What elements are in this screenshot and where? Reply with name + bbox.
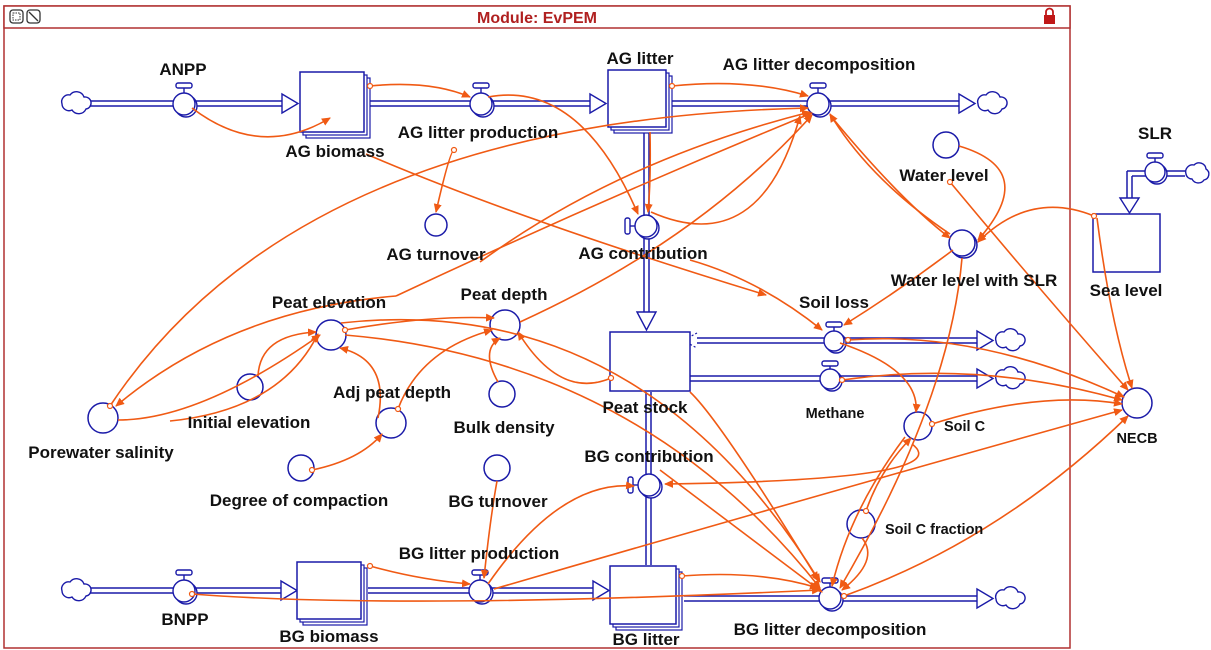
ag-turnover-label: AG turnover (386, 245, 486, 264)
ag-litter-label: AG litter (606, 49, 673, 68)
bnpp-label: BNPP (161, 610, 208, 629)
methane-valve[interactable] (819, 360, 843, 392)
sink-cloud-ag-litter-decomposition (976, 91, 1008, 115)
ag-contribution-label: AG contribution (578, 244, 707, 263)
degree-of-compaction-label: Degree of compaction (210, 491, 389, 510)
module-title: Module: EvPEM (477, 10, 597, 27)
peat-elevation-label: Peat elevation (272, 293, 386, 312)
source-cloud-bnpp (60, 578, 92, 602)
slr-label: SLR (1138, 124, 1172, 143)
porewater-salinity-converter[interactable] (87, 402, 119, 434)
soil-loss-valve[interactable] (823, 321, 847, 354)
source-cloud-slr (1184, 162, 1210, 184)
bg-contribution-label: BG contribution (584, 447, 713, 466)
anpp-label: ANPP (159, 60, 206, 79)
bg-litter-production-valve[interactable] (468, 569, 494, 605)
necb-converter[interactable] (1121, 387, 1153, 419)
bnpp-valve[interactable] (172, 569, 198, 605)
necb-label: NECB (1116, 431, 1157, 447)
adj-peat-depth-label: Adj peat depth (333, 383, 451, 402)
peat-stock-stock[interactable] (609, 331, 691, 392)
ag-litter-decomposition-valve[interactable] (806, 82, 832, 118)
water-level-label: Water level (899, 166, 988, 185)
porewater-salinity-label: Porewater salinity (28, 443, 174, 462)
lock-icon[interactable] (1044, 7, 1055, 24)
bg-litter-decomposition-valve[interactable] (818, 577, 844, 612)
ag-contribution-valve[interactable] (624, 214, 660, 240)
bg-turnover-label: BG turnover (448, 492, 548, 511)
ag-biomass-stock[interactable] (299, 71, 371, 139)
bg-contribution-valve[interactable] (627, 473, 663, 499)
sink-cloud-soil-loss (994, 328, 1026, 352)
water-level-with-slr-label: Water level with SLR (891, 271, 1058, 290)
connector-origin-dots (106, 82, 1098, 600)
ag-litter-production-valve[interactable] (469, 82, 495, 118)
peat-elevation-converter[interactable] (315, 319, 347, 351)
bulk-density-converter[interactable] (488, 380, 516, 408)
bg-turnover-converter[interactable] (483, 454, 511, 482)
soil-loss-label: Soil loss (799, 293, 869, 312)
bg-biomass-stock[interactable] (296, 561, 368, 626)
peat-stock-label: Peat stock (602, 398, 688, 417)
water-level-converter[interactable] (932, 131, 960, 159)
methane-label: Methane (806, 406, 865, 422)
slr-valve[interactable] (1144, 152, 1168, 185)
bg-litter-production-label: BG litter production (399, 544, 560, 563)
bg-biomass-label: BG biomass (279, 627, 378, 646)
module-title-bar (3, 5, 1071, 29)
no-entry-icon[interactable] (26, 9, 41, 24)
ag-litter-decomposition-label: AG litter decomposition (723, 55, 916, 74)
anpp-valve[interactable] (172, 82, 198, 118)
sea-level-stock[interactable] (1092, 213, 1161, 273)
water-level-with-slr-converter[interactable] (948, 229, 978, 259)
initial-elevation-label: Initial elevation (188, 413, 311, 432)
bg-litter-decomposition-label: BG litter decomposition (734, 620, 927, 639)
bulk-density-label: Bulk density (453, 418, 555, 437)
ag-litter-production-label: AG litter production (398, 123, 559, 142)
source-cloud-anpp (60, 91, 92, 115)
soil-c-fraction-label: Soil C fraction (885, 522, 983, 538)
soil-c-converter[interactable] (903, 411, 933, 441)
ag-turnover-converter[interactable] (424, 213, 448, 237)
ag-biomass-label: AG biomass (285, 142, 384, 161)
sea-level-label: Sea level (1090, 281, 1163, 300)
soil-c-label: Soil C (944, 419, 986, 435)
bg-litter-label: BG litter (612, 630, 679, 649)
connector-links (109, 82, 1134, 602)
sink-cloud-bg-litter-decomposition (994, 586, 1026, 610)
adj-peat-depth-converter[interactable] (375, 407, 407, 439)
peat-depth-label: Peat depth (461, 285, 548, 304)
peat-depth-converter[interactable] (489, 309, 521, 341)
window-restore-icon[interactable] (9, 9, 24, 24)
